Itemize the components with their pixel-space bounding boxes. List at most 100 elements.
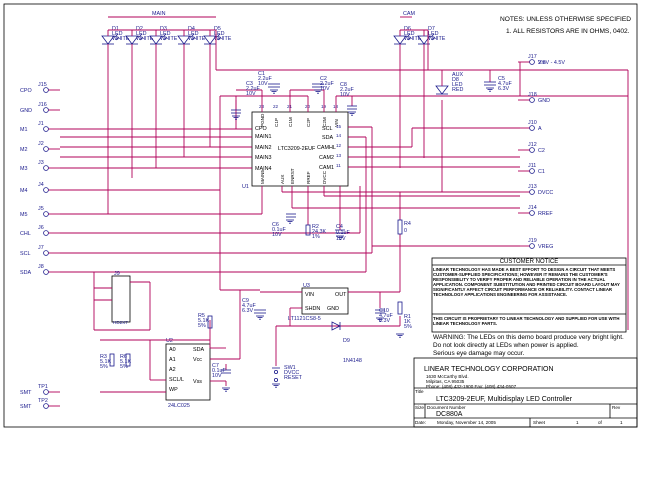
aux-name: AUX — [452, 72, 463, 78]
r1-ref: R1 — [404, 314, 411, 320]
u1-pin-cam1: CAM1 — [319, 165, 334, 171]
u1-pin-main3: MAIN3 — [255, 155, 271, 161]
c4-value: 0.1uF — [336, 230, 350, 236]
j9-header: J9 HD2X7 — [93, 271, 151, 331]
u2-pin-a1: A1 — [169, 357, 176, 363]
r6-ref: R6 — [120, 354, 127, 360]
sw1-label1: DVCC — [284, 370, 299, 376]
ground-icon — [232, 115, 240, 120]
u1-wires — [60, 70, 629, 330]
main-led-1-color: WHITE — [112, 36, 130, 42]
u3-ref: U3 — [303, 283, 310, 289]
ground-icon — [270, 89, 278, 94]
cam-led-1-color: WHITE — [404, 36, 422, 42]
main-led-5-ref: D5 — [214, 26, 221, 32]
ground-icon — [272, 383, 280, 388]
left-jack-net: SCL — [20, 251, 31, 257]
right-jack-net: Vin — [538, 60, 546, 66]
u1-top-pin-5: VIN — [334, 119, 339, 127]
main-led-group: MAIN CAM — [108, 11, 415, 18]
main-led-4-color: WHITE — [188, 36, 206, 42]
c5-ref: C5 — [498, 76, 505, 82]
right-jack-ref: J19 — [528, 238, 537, 244]
u1-pin-main4: MAIN4 — [255, 166, 271, 172]
r3-tol: 5% — [100, 364, 108, 370]
u1-pin-cpo: CPO — [255, 126, 267, 132]
u1-bottom-parts: C6 0.1uF 10V R2 24.3K 1% C4 0.1uF 10V R4… — [272, 213, 411, 242]
right-jack-net: GND — [538, 98, 550, 104]
ground-icon — [348, 111, 356, 116]
left-jack-ref: J5 — [38, 206, 44, 212]
r2-value: 24.3K — [312, 229, 326, 235]
ground-icon — [396, 333, 404, 338]
u1-num-11: 11 — [336, 163, 341, 168]
u2-pin-scll: SCL/L — [169, 377, 184, 383]
right-jack-ref: J11 — [528, 163, 536, 169]
cam-led-2-color: WHITE — [428, 36, 446, 42]
u1-pin-main2: MAIN2 — [255, 145, 271, 151]
notes-item-1: 1. ALL RESISTORS ARE IN OHMS, 0402. — [506, 28, 630, 35]
c9-value: 4.7uF — [242, 303, 256, 309]
right-jack-net: DVCC — [538, 190, 553, 196]
c5-rating: 6.3V — [498, 86, 509, 92]
u1-top-pin-4: C2M — [322, 117, 327, 127]
d8-type: LED — [452, 82, 463, 88]
u1-pin-main1: MAIN1 — [255, 134, 271, 140]
c1-rating: 10V — [258, 81, 268, 87]
u1-bottom-pin-2: ENRST — [290, 168, 295, 184]
u3-pin-shdn: SHDN — [305, 306, 320, 312]
u2-pin-a0: A0 — [169, 347, 176, 353]
left-jack-ref: J7 — [38, 245, 44, 251]
main-led-2-color: WHITE — [136, 36, 154, 42]
c3-ref: C3 — [246, 81, 253, 87]
ground-icon — [286, 219, 294, 224]
d9-ref: D9 — [343, 338, 350, 344]
left-jack-net: GND — [20, 108, 32, 114]
doc-number: DC880A — [436, 411, 463, 418]
customer-notice-body: LINEAR TECHNOLOGY HAS MADE A BEST EFFORT… — [433, 267, 620, 298]
right-jack-net: C2 — [538, 148, 545, 154]
u2-eeprom: U2 24LC025 A0 A1 A2 SCL/L WP SDA Vcc Vss — [100, 289, 260, 409]
left-jack-net: M3 — [20, 166, 28, 172]
c6-ref: C6 — [272, 222, 279, 228]
u2-pin-wp: WP — [169, 387, 178, 393]
cam-led-1-ref: D6 — [404, 26, 411, 32]
right-jack-net: VREG — [538, 244, 553, 250]
d9-part: 1N4148 — [343, 358, 362, 364]
u1-top-pin-2: C1M — [288, 117, 293, 127]
notes-block: NOTES: UNLESS OTHERWISE SPECIFIED 1. ALL… — [500, 14, 631, 38]
sheet-label: Sheet — [533, 420, 546, 425]
sw1-label2: RESET — [284, 375, 303, 381]
c7-value: 0.1uF — [212, 368, 226, 374]
u2-pin-vss: Vss — [193, 379, 202, 385]
warning-block: WARNING: The LEDs on this demo board pro… — [433, 334, 633, 359]
c10-value: 4.7uF — [379, 313, 393, 319]
ground-symbol-layer — [222, 87, 494, 392]
left-jack-net: M5 — [20, 212, 28, 218]
right-jack-net: A — [538, 126, 542, 132]
c9-ref: C9 — [242, 298, 249, 304]
ground-icon — [376, 317, 384, 322]
date-label: Date: — [415, 420, 426, 425]
main-led-5-type: LED — [214, 31, 225, 37]
r1-value: 1K — [404, 319, 411, 325]
main-led-5-color: WHITE — [214, 36, 232, 42]
u1-part: LTC3209-2EUF — [278, 146, 316, 152]
u1-pin-sda: SDA — [322, 135, 333, 141]
u1-num-14: 14 — [336, 133, 342, 138]
c8-value: 2.2uF — [340, 87, 354, 93]
left-jack-ref: J3 — [38, 160, 44, 166]
customer-notice-title: CUSTOMER NOTICE — [499, 259, 559, 265]
